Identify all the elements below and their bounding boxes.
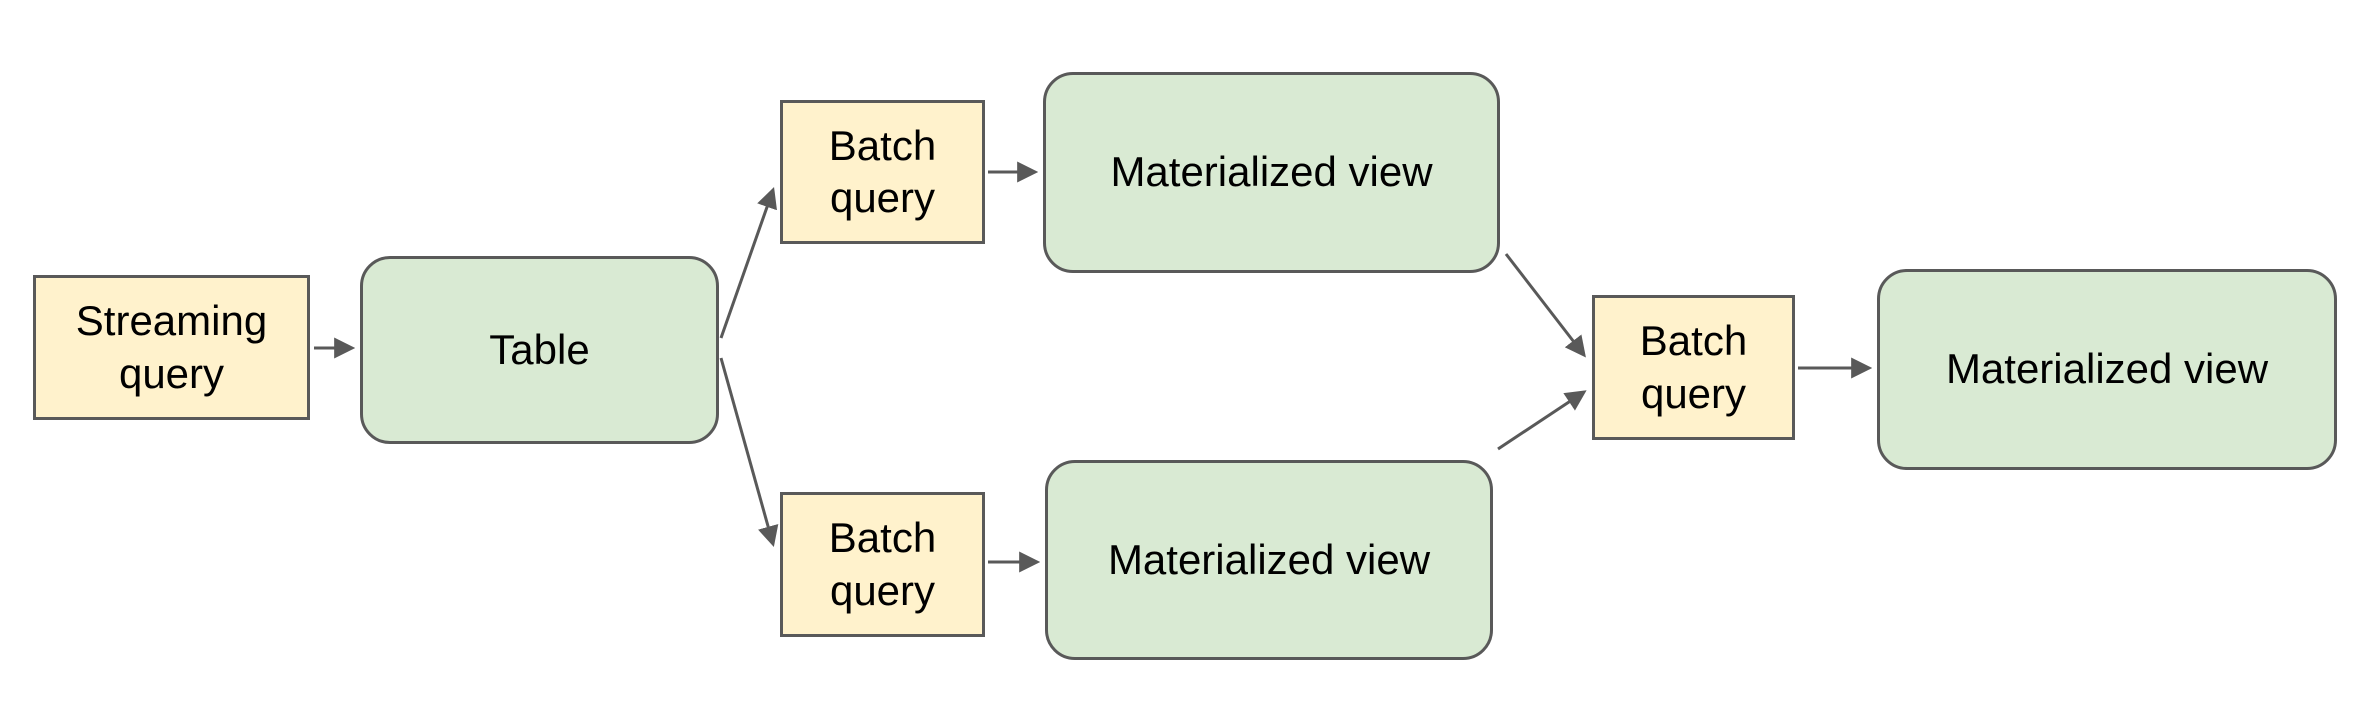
node-batch-query-merge: Batch query — [1592, 295, 1795, 440]
edge-table-to-batch-bottom — [719, 357, 779, 548]
edge-table-to-batch-top — [719, 187, 777, 339]
node-materialized-view-bottom-label: Materialized view — [1107, 535, 1431, 583]
edge-mv-bottom-to-batch-merge — [1497, 390, 1587, 451]
node-batch-query-merge-label: Batch query — [1639, 317, 1748, 417]
node-batch-query-top: Batch query — [780, 100, 985, 244]
node-streaming-query-label: Streaming query — [75, 297, 268, 397]
node-batch-query-bottom: Batch query — [780, 492, 985, 637]
node-batch-query-bottom-label: Batch query — [828, 514, 937, 614]
edge-mv-top-to-batch-merge — [1504, 253, 1586, 358]
node-materialized-view-final-label: Materialized view — [1945, 345, 2269, 393]
node-materialized-view-top-label: Materialized view — [1110, 148, 1433, 196]
node-table-label: Table — [489, 325, 590, 373]
node-batch-query-top-label: Batch query — [828, 121, 937, 222]
node-streaming-query: Streaming query — [33, 275, 310, 420]
node-table: Table — [360, 256, 719, 444]
node-materialized-view-top: Materialized view — [1043, 72, 1500, 273]
node-materialized-view-bottom: Materialized view — [1045, 460, 1493, 660]
node-materialized-view-final: Materialized view — [1877, 269, 2337, 470]
